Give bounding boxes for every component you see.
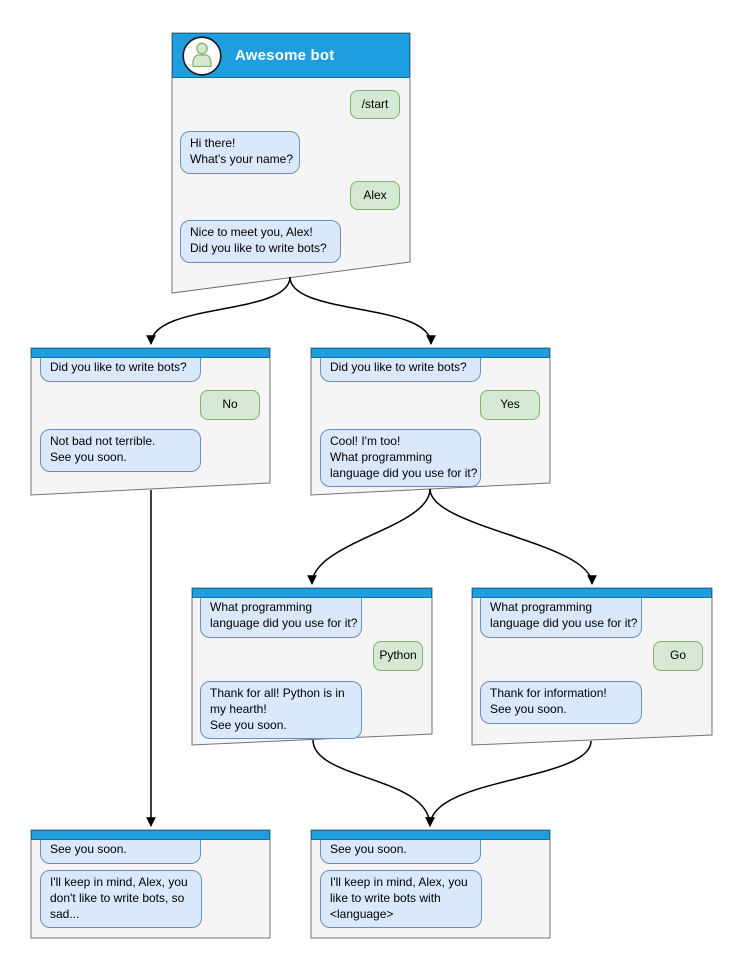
message-bot-nice-to-meet: Nice to meet you, Alex! Did you like to … (180, 220, 341, 263)
end-yes-context: See you soon. (320, 840, 481, 864)
message-user-start: /start (350, 90, 400, 119)
branch-no-reply: Not bad not terrible. See you soon. (40, 429, 201, 472)
arrow-main-to-branch-yes (289, 276, 436, 345)
end-yes-header (311, 830, 550, 840)
arrow-main-to-branch-no (146, 276, 291, 345)
branch-python-reply: Thank for all! Python is in my hearth! S… (200, 681, 362, 740)
main-chat-header: Awesome bot (172, 33, 410, 78)
message-user-name: Alex (350, 181, 400, 210)
end-no-context: See you soon. (40, 840, 201, 864)
branch-yes-answer: Yes (480, 390, 540, 420)
arrow-yes-to-python (307, 488, 431, 585)
branch-python-header (192, 588, 432, 598)
branch-go-context: What programming language did you use fo… (480, 598, 642, 638)
branch-go-header (472, 588, 712, 598)
branch-no-header (31, 348, 270, 358)
branch-python-answer: Python (373, 641, 423, 671)
branch-yes-header (311, 348, 550, 358)
bot-title: Awesome bot (235, 47, 335, 64)
arrow-go-to-end-yes (425, 740, 592, 827)
branch-go-answer: Go (653, 641, 703, 671)
bot-avatar (182, 35, 222, 76)
message-bot-greeting: Hi there! What's your name? (180, 131, 300, 174)
arrow-yes-to-go (429, 488, 597, 585)
branch-yes-context: Did you like to write bots? (320, 358, 481, 382)
arrow-python-to-end-yes (312, 739, 435, 827)
person-icon (192, 42, 212, 67)
branch-no-answer: No (200, 390, 260, 420)
end-yes-reply: I'll keep in mind, Alex, you like to wri… (320, 870, 482, 929)
end-no-reply: I'll keep in mind, Alex, you don't like … (40, 870, 202, 929)
branch-python-context: What programming language did you use fo… (200, 598, 362, 638)
branch-no-context: Did you like to write bots? (40, 358, 201, 382)
end-no-header (31, 830, 270, 840)
branch-go-reply: Thank for information! See you soon. (480, 681, 642, 724)
branch-yes-reply: Cool! I'm too! What programming language… (320, 429, 481, 488)
